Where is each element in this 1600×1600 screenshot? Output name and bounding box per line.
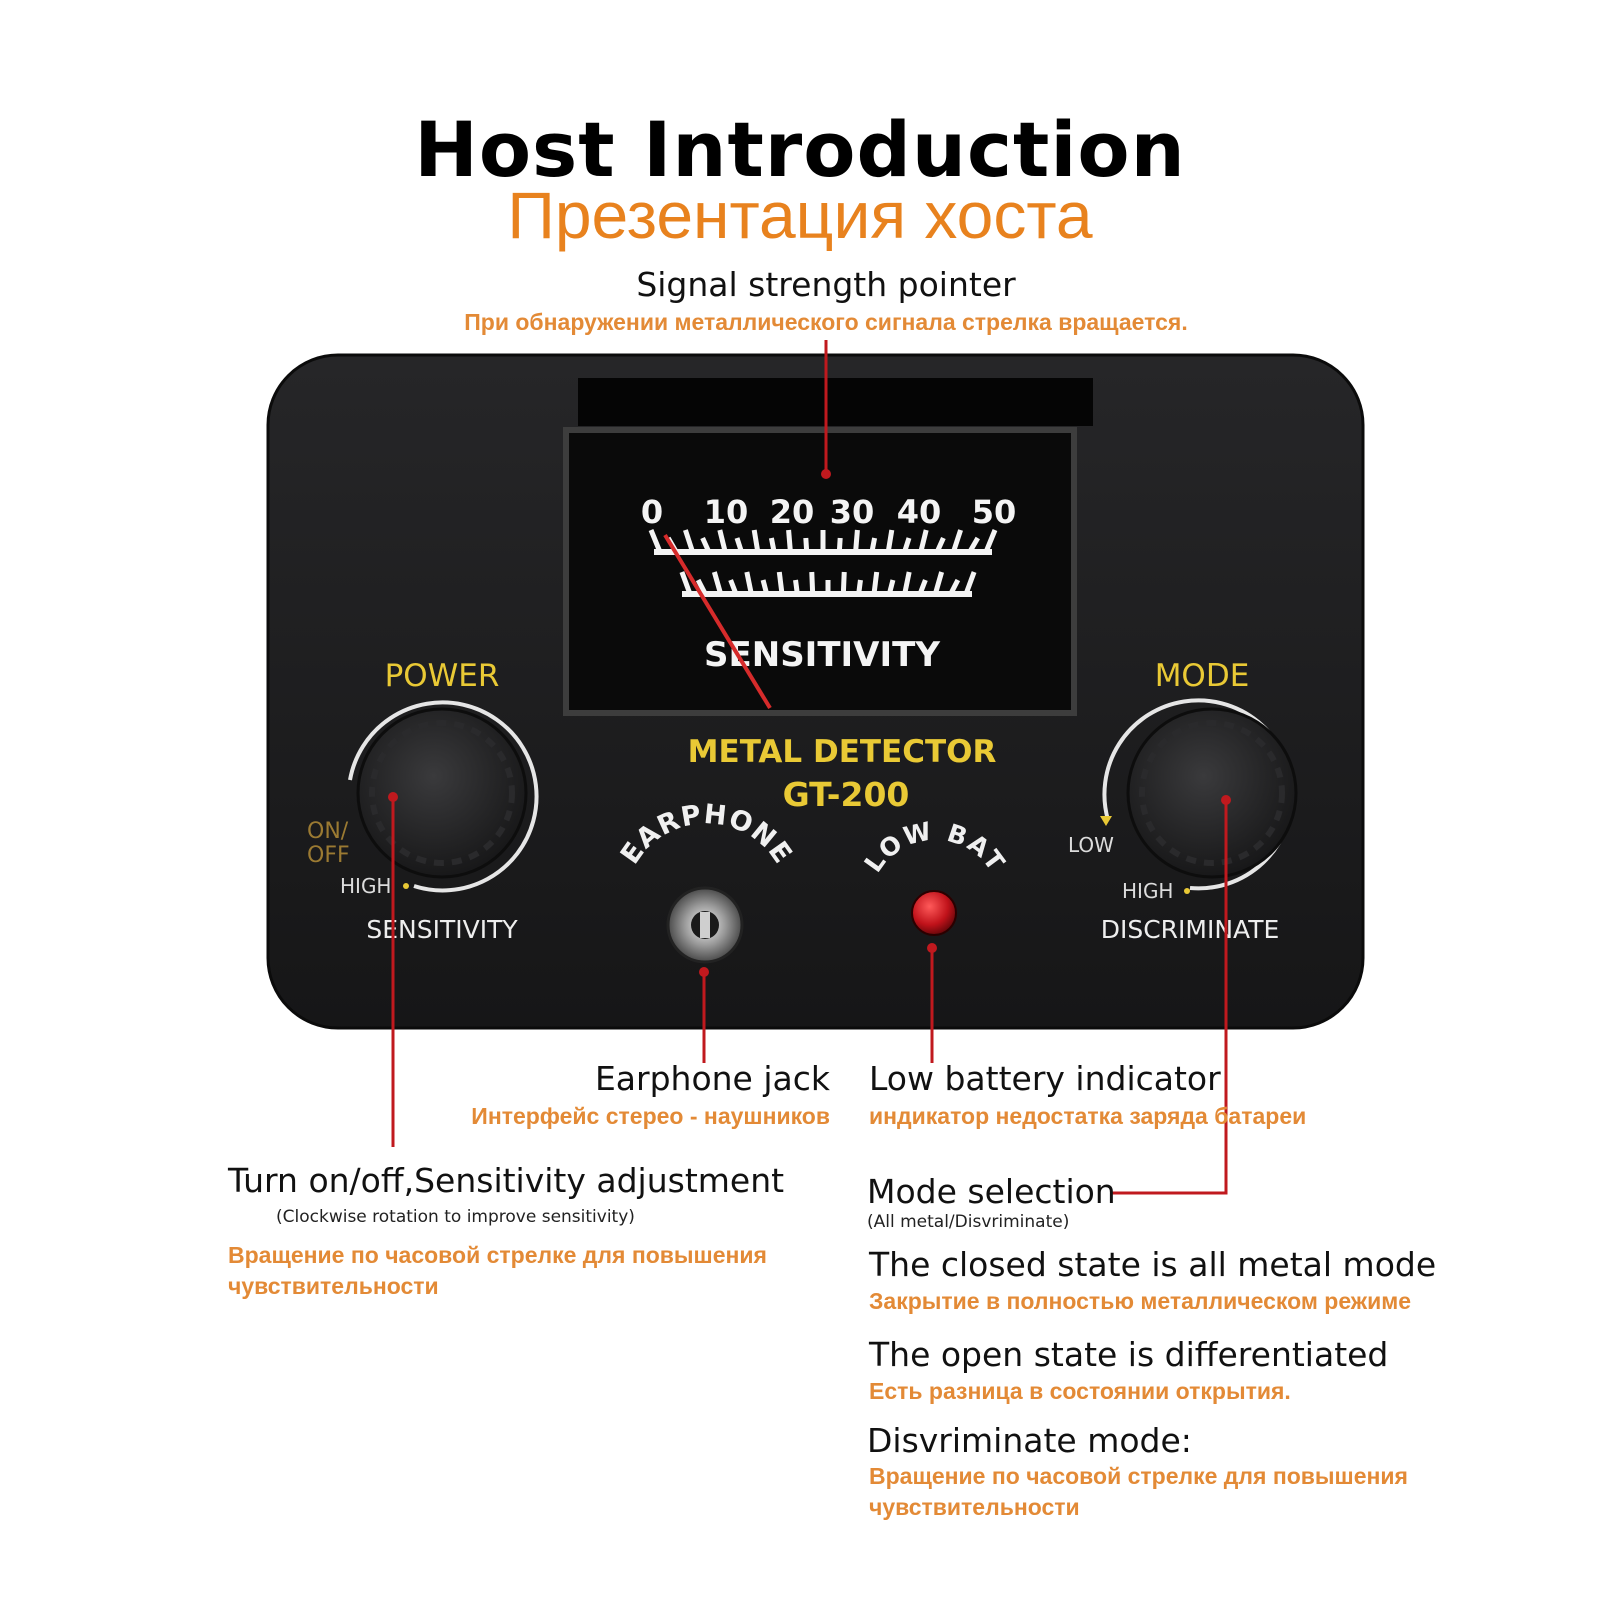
power-callout-note: (Clockwise rotation to improve sensitivi… [276,1207,635,1227]
model-label: GT-200 [783,775,910,814]
meter-ticks-upper [648,529,998,554]
meter-tick [871,571,880,595]
mode-low-label: LOW [1068,833,1114,857]
signal-callout-desc: При обнаружении металлического сигнала с… [464,309,1188,335]
mode-knob-cap [1139,720,1285,866]
lowbat-callout-title: Low battery indicator [869,1059,1221,1098]
discriminate-label: DISCRIMINATE [1101,915,1280,944]
signal-callout-title: Signal strength pointer [636,265,1016,304]
meter-tick [963,571,977,595]
meter-tick [809,571,816,595]
mode-disc-title: Disvriminate mode: [867,1421,1192,1460]
mode-closed-title: The closed state is all metal mode [869,1245,1437,1284]
power-knob-cap [369,720,515,866]
meter-tick [853,529,860,553]
meter-tick [751,529,761,553]
power-high-label: HIGH [340,874,391,898]
meter-tick [744,571,754,595]
scale-label: 20 [770,493,815,531]
scale-label: 0 [641,493,663,531]
power-callout-desc-line2: чувствительности [228,1273,439,1299]
power-high-dot [403,883,409,889]
scale-label: 10 [704,493,749,531]
mode-callout-title: Mode selection [867,1172,1116,1211]
meter-tick [711,571,724,595]
mode-open-desc: Есть разница в состоянии открытия. [869,1378,1291,1404]
low-bat-led [911,890,957,936]
scale-label: 50 [972,493,1017,531]
meter-tick [840,571,847,595]
page-title-russian: Презентация хоста [507,178,1093,252]
meter-tick [951,529,963,553]
mode-low-marker [1100,816,1112,826]
meter-tick [648,529,663,553]
meter-tick [983,529,998,553]
mode-disc-desc-line2: чувствительности [869,1494,1080,1520]
lowbat-callout-desc: индикатор недостатка заряда батареи [869,1103,1307,1129]
power-callout-desc-line1: Вращение по часовой стрелке для повышени… [228,1242,767,1268]
mode-disc-desc-line1: Вращение по часовой стрелке для повышени… [869,1463,1408,1489]
power-knob-arc [348,700,539,893]
mode-label: MODE [1155,658,1250,694]
meter-tick [679,571,693,595]
meter-tick [902,571,912,595]
mode-callout-note: (All metal/Disvriminate) [867,1212,1070,1232]
earphone-callout-desc: Интерфейс стерео - наушников [471,1103,830,1129]
page-title: Host Introduction [414,105,1186,194]
signal-pointer-needle [663,533,772,710]
scale-label: 40 [897,493,942,531]
earphone-callout-title: Earphone jack [594,1059,830,1098]
power-callout-title: Turn on/off,Sensitivity adjustment [228,1161,785,1200]
mode-callout-line [1112,800,1228,1195]
meter-tick [885,529,895,553]
mode-knob [1126,707,1298,879]
meter-tick [683,529,695,553]
on-off-label: ON/ [307,819,349,844]
meter-scale: 0 10 20 30 40 50 [641,493,1016,531]
mode-high-label: HIGH [1122,879,1173,903]
meter-sensitivity-label: SENSITIVITY [704,635,940,675]
mode-high-dot [1184,888,1190,894]
scale-label: 30 [830,493,875,531]
meter-tick [918,529,929,553]
meter-tick [786,529,793,553]
power-sensitivity-label: SENSITIVITY [366,915,518,944]
mode-open-title: The open state is differentiated [869,1335,1389,1374]
meter-tick [932,571,945,595]
power-label: POWER [385,658,500,694]
meter-tick [717,529,728,553]
mode-closed-desc: Закрытие в полностью металлическом режим… [869,1288,1412,1314]
power-knob [356,707,528,879]
meter-tick [776,571,785,595]
on-off-label: OFF [307,843,350,868]
meter-top-strip [578,378,1093,426]
brand-label: METAL DETECTOR [688,734,997,770]
meter-window [563,427,1077,716]
